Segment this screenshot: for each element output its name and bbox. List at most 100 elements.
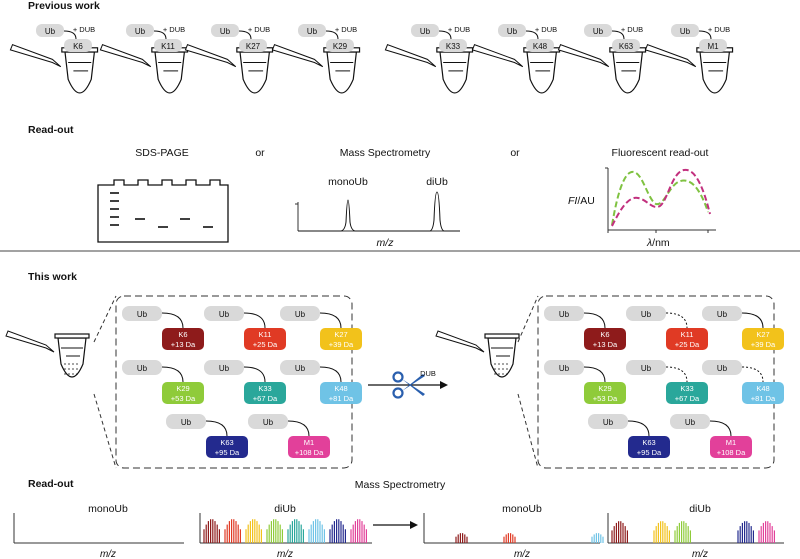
dub-label: + DUB — [535, 25, 557, 34]
scissors-icon — [392, 371, 425, 399]
linkage-label: K6 — [178, 330, 187, 339]
mass-label: +67 Da — [675, 394, 700, 403]
mz-axis-label-previous: m/z — [377, 237, 395, 249]
isopeptide-bond — [709, 420, 732, 437]
linkage-tag — [710, 436, 752, 458]
linkage-connector — [525, 30, 539, 40]
linkage-label: M1 — [726, 438, 736, 447]
diub-peak-label: diUb — [426, 176, 448, 188]
ub-pill — [544, 306, 584, 321]
ub-label: Ub — [137, 310, 148, 319]
readout-title-bottom: Read-out — [28, 478, 74, 490]
pipette-icon — [644, 44, 697, 68]
pipette-icon — [271, 44, 324, 68]
ub-pill — [584, 24, 612, 37]
monoub-label-after: monoUb — [502, 503, 542, 515]
ub-label: Ub — [307, 27, 318, 36]
tube-icon — [612, 51, 644, 94]
linkage-connector — [438, 30, 452, 40]
mass-label: +53 Da — [171, 394, 196, 403]
diub-label-after: diUb — [689, 503, 711, 515]
ub-label: Ub — [295, 364, 306, 373]
ub-label: Ub — [45, 27, 56, 36]
linkage-label: K63 — [220, 438, 233, 447]
pipette-icon — [471, 44, 524, 68]
ub-label: Ub — [263, 418, 274, 427]
linkage-label: K11 — [259, 330, 272, 339]
linkage-pill — [64, 39, 92, 52]
ub-label: Ub — [220, 27, 231, 36]
ub-pill — [626, 306, 666, 321]
ub-label: Ub — [507, 27, 518, 36]
pipette-icon — [384, 44, 437, 68]
ms-spectra-bottom: monoUb diUb monoUb diUb m/z m/z m/z m/z — [13, 503, 784, 559]
tube-icon — [439, 51, 471, 94]
ub-label: Ub — [559, 310, 570, 319]
mass-label: +108 Da — [717, 448, 746, 457]
tube-icon — [699, 51, 731, 94]
linkage-tag — [742, 382, 784, 404]
pipette-icon — [9, 44, 62, 68]
ub-pill — [702, 306, 742, 321]
linkage-connector — [698, 30, 712, 40]
linkage-pill — [699, 39, 727, 52]
ub-pill — [122, 360, 162, 375]
linkage-label: K33 — [680, 384, 693, 393]
linkage-label: K48 — [533, 42, 548, 51]
ub-label: Ub — [219, 310, 230, 319]
ub-pill — [126, 24, 154, 37]
linkage-label: M1 — [304, 438, 314, 447]
ub-pill — [280, 360, 320, 375]
ub-label: Ub — [603, 418, 614, 427]
pipette-icon — [557, 44, 610, 68]
isopeptide-bond — [287, 420, 310, 437]
dub-label: + DUB — [335, 25, 357, 34]
isopeptide-bond — [161, 366, 184, 383]
ub-pill — [204, 306, 244, 321]
linkage-connector — [325, 30, 339, 40]
linkage-label: K29 — [333, 42, 348, 51]
this-work-tube-after — [435, 330, 520, 378]
ub-pill — [36, 24, 64, 37]
ms-spectrum-previous: monoUb diUb m/z — [295, 176, 460, 249]
mass-label: +39 Da — [751, 340, 776, 349]
sds-page-label: SDS-PAGE — [135, 147, 188, 159]
linkage-label: K48 — [334, 384, 347, 393]
linkage-tag — [320, 382, 362, 404]
this-work-title: This work — [28, 271, 77, 283]
mass-label: +53 Da — [593, 394, 618, 403]
ub-label: Ub — [559, 364, 570, 373]
tube-icon — [526, 51, 558, 94]
zoom-line-top-before — [93, 295, 117, 343]
pipette-icon — [435, 330, 485, 353]
linkage-tag — [288, 436, 330, 458]
mass-label: +25 Da — [675, 340, 700, 349]
linkage-tag — [162, 328, 204, 350]
ub-label: Ub — [593, 27, 604, 36]
ub-pill — [588, 414, 628, 429]
linkage-label: K11 — [161, 42, 175, 51]
isopeptide-bond — [319, 312, 342, 329]
linkage-tag — [320, 328, 362, 350]
tube-icon — [239, 51, 271, 94]
linkage-pill — [326, 39, 354, 52]
diub-label-before: diUb — [274, 503, 296, 515]
isopeptide-bond — [243, 366, 266, 383]
linkage-tag — [666, 328, 708, 350]
dub-label: + DUB — [163, 25, 185, 34]
ub-pill — [211, 24, 239, 37]
mass-label: +108 Da — [295, 448, 324, 457]
sds-page-gel — [97, 179, 229, 243]
pipette-icon — [99, 44, 152, 68]
linkage-tag — [584, 382, 626, 404]
monoub-label-before: monoUb — [88, 503, 128, 515]
pipette-icon — [5, 330, 55, 353]
linkage-label: K27 — [246, 42, 261, 51]
